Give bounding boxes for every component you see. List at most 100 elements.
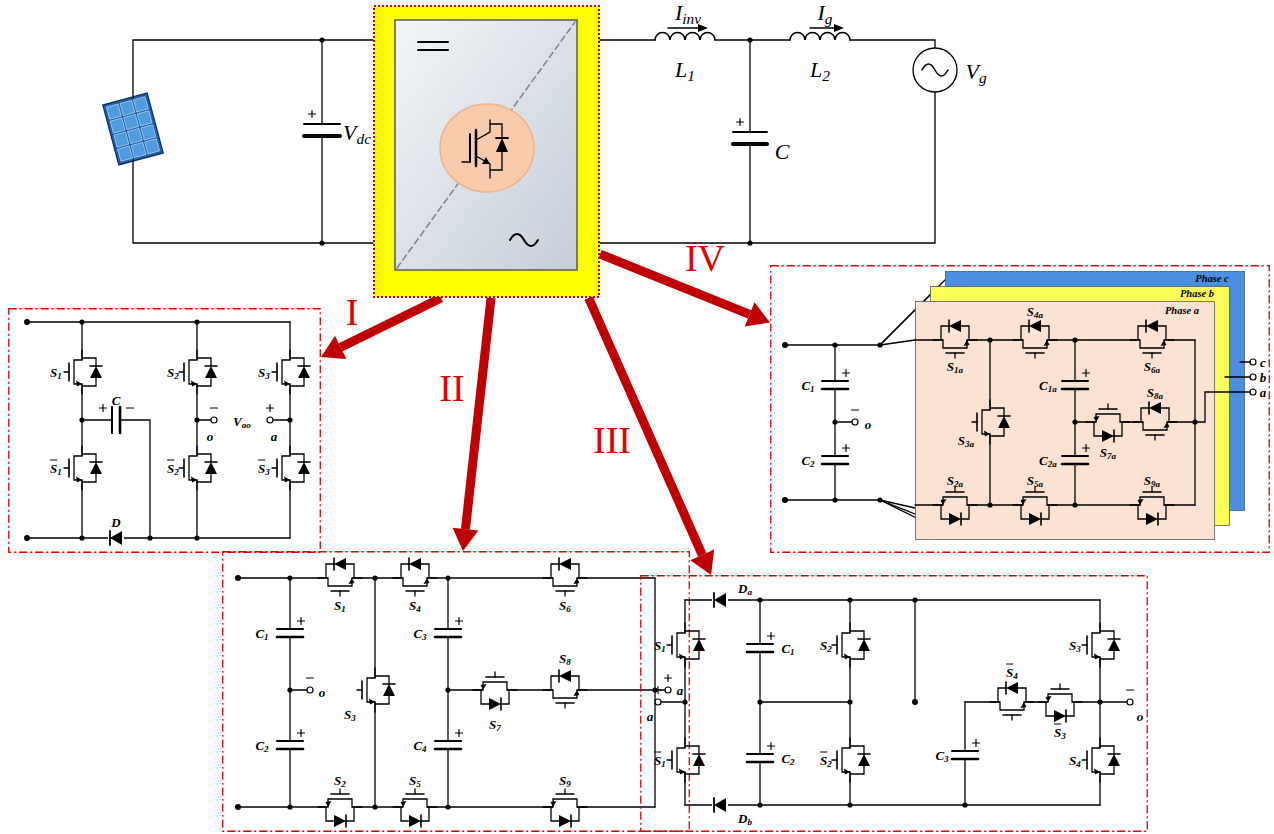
symbol-fill (326, 801, 332, 807)
symbol-fill (284, 381, 290, 387)
symbol-fill (1029, 513, 1041, 525)
symbol-stroke (1158, 326, 1166, 340)
symbol-stroke (1154, 435, 1155, 440)
switch-symbol (543, 670, 587, 708)
component-label: S6a (1144, 360, 1160, 373)
capacitor-symbol (746, 633, 775, 654)
text-subscript: 1 (790, 647, 795, 657)
igbt-symbol (462, 161, 470, 162)
symbol-stroke (850, 631, 864, 639)
switch-symbol (393, 789, 437, 827)
symbol-stroke (1086, 414, 1130, 422)
symbol-stroke (1133, 422, 1177, 430)
pv-cell (145, 139, 160, 154)
text-subscript: 8a (1154, 391, 1163, 401)
wire-gap (821, 455, 849, 465)
component-label: C2a (1039, 454, 1057, 467)
junction-dot (757, 597, 762, 602)
symbol-stroke (346, 564, 354, 578)
grid-source (913, 48, 957, 92)
text-main: b (1260, 370, 1267, 385)
wire (1100, 701, 1127, 702)
symbol-stroke (421, 807, 429, 821)
capacitor-symbol (746, 743, 775, 764)
symbol-fill (1146, 320, 1158, 332)
text-subscript: 6a (1151, 365, 1160, 375)
symbol-stroke (1092, 738, 1100, 782)
text-subscript: 6 (566, 604, 571, 614)
topology-box: S1S1S2S2S3S3CoVaoaD (8, 308, 321, 553)
terminal-circle (1250, 374, 1256, 380)
text-subscript: inv (682, 10, 701, 27)
terminal-circle (211, 417, 217, 423)
wire-gap (553, 805, 577, 810)
component-label: S9a (1144, 474, 1160, 487)
text-main: S (489, 717, 496, 732)
switch-symbol (832, 623, 870, 667)
component-label: S2 (167, 366, 179, 379)
signal-label: L1 (675, 59, 695, 81)
switch-symbol (832, 738, 870, 782)
wire (835, 421, 852, 422)
text-subscript: 3 (265, 371, 270, 381)
symbol-stroke (1100, 766, 1114, 774)
junction-dot (912, 597, 917, 602)
minus-sign (1127, 689, 1134, 690)
component-label: S3a (958, 434, 974, 447)
symbol-stroke (318, 578, 362, 586)
symbol-stroke (1018, 688, 1026, 702)
switch-symbol (393, 558, 437, 596)
wire-gap (328, 805, 352, 810)
topology-number: III (593, 421, 631, 459)
text-main: C (255, 626, 264, 641)
symbol-stroke (1041, 505, 1049, 519)
plus-sign (456, 730, 463, 737)
text-subscript: 3 (351, 713, 356, 723)
wire-gap (848, 633, 853, 657)
plus-sign (843, 370, 850, 377)
dash-dot-border (641, 576, 1148, 832)
text-subscript: 2 (827, 644, 832, 654)
symbol-stroke (1062, 388, 1088, 391)
symbol-stroke (667, 644, 672, 645)
switch-symbol (543, 789, 587, 827)
arrowhead (321, 336, 346, 359)
symbol-fill (349, 578, 355, 584)
symbol-stroke (564, 789, 565, 794)
current-arrow (810, 27, 836, 28)
wire-gap (373, 678, 378, 702)
plus-sign (1083, 445, 1090, 452)
plus-sign (100, 405, 107, 412)
text-main: C (413, 738, 422, 753)
signal-label: Ig (817, 2, 832, 24)
text-main: D (111, 515, 120, 530)
symbol-stroke (941, 505, 949, 519)
component-label: C1 (781, 642, 794, 655)
symbol-stroke (1100, 746, 1114, 754)
symbol-stroke (326, 564, 334, 578)
component-label: S8a (1147, 386, 1163, 399)
text-subscript: 7a (1107, 451, 1116, 461)
symbol-stroke (346, 807, 354, 821)
text-subscript: 1 (57, 371, 62, 381)
component-label: o (865, 418, 872, 431)
symbol-stroke (282, 446, 290, 490)
pv-cell (127, 128, 142, 143)
component-label: S4a (1027, 305, 1043, 318)
wire-gap (943, 338, 967, 343)
symbol-fill (1164, 422, 1170, 428)
symbol-fill (90, 462, 102, 474)
component-label: o (319, 686, 326, 699)
component-label: C2 (781, 752, 794, 765)
text-main: C (255, 738, 264, 753)
switch-symbol (1086, 404, 1130, 442)
wire-gap (1098, 633, 1103, 657)
symbol-stroke (1082, 759, 1087, 760)
symbol-stroke (1034, 353, 1035, 358)
wire (760, 701, 850, 702)
igbt-symbol (482, 157, 490, 164)
junction-dot (832, 342, 837, 347)
pv-cell (137, 111, 152, 126)
component-label: D (111, 516, 120, 529)
symbol-fill (679, 769, 685, 775)
